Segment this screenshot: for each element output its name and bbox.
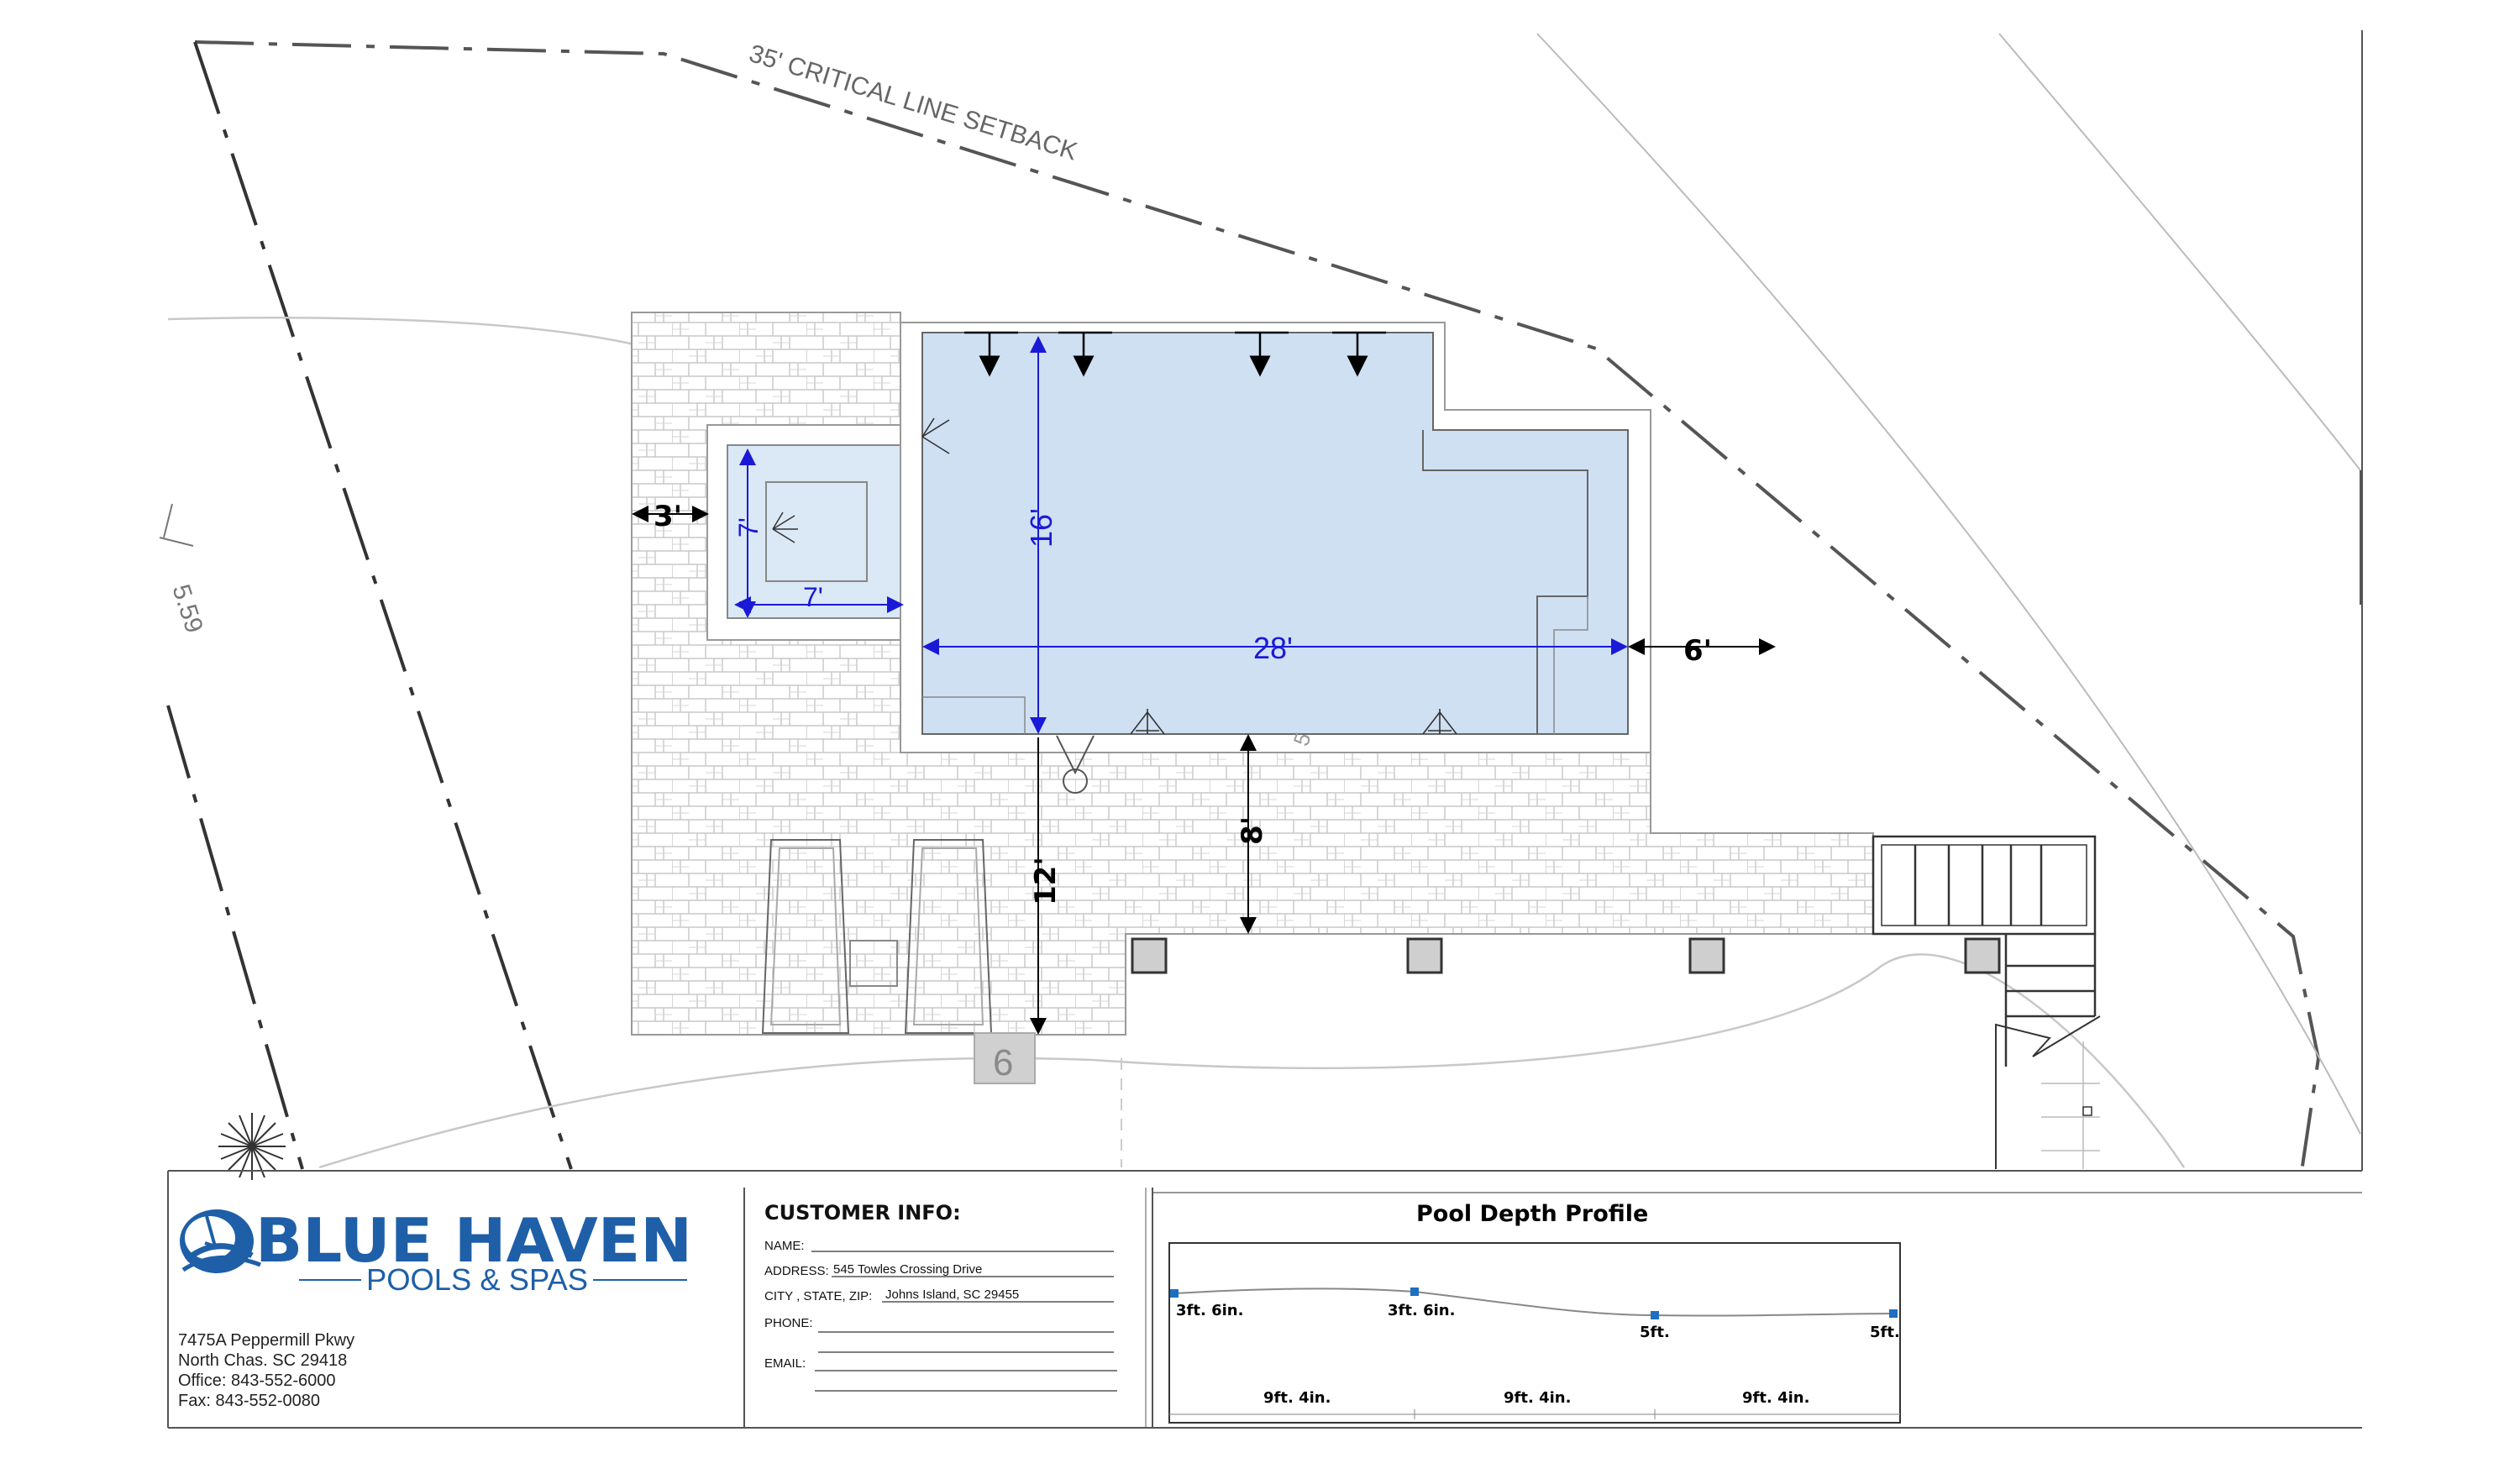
depth-profile-title: Pool Depth Profile (1416, 1201, 1648, 1227)
brand-name: BLUE HAVEN (255, 1205, 692, 1276)
elevation-label: 5.59 (166, 581, 207, 637)
customer-info-heading: CUSTOMER INFO: (764, 1201, 961, 1225)
address-line-4: Fax: 843-552-0080 (178, 1392, 320, 1410)
title-block (167, 1170, 2362, 1429)
depth-label-1: 3ft. 6in. (1176, 1302, 1243, 1319)
pool-lights (921, 417, 1457, 735)
brand-sub: POOLS & SPAS (366, 1262, 588, 1297)
depth-label-2: 3ft. 6in. (1388, 1302, 1455, 1319)
pool-water (921, 332, 1629, 735)
property-line (194, 40, 2321, 1172)
pool (900, 322, 1651, 794)
site-linework (166, 30, 2363, 1180)
property-line-west-outer (166, 705, 304, 1170)
field-city-value: Johns Island, SC 29455 (885, 1288, 1019, 1302)
field-phone-label: PHONE: (764, 1316, 813, 1330)
front-deck-right-label: 8' (1236, 816, 1269, 845)
setback-label: 35' CRITICAL LINE SETBACK (746, 39, 1080, 165)
field-name-label: NAME: (764, 1239, 805, 1253)
deck-stairs (1872, 835, 2101, 1169)
left-deck-label: 3' (654, 500, 682, 533)
company-logo: BLUE HAVEN POOLS & SPAS (180, 1205, 692, 1297)
company-address: 7475A Peppermill Pkwy North Chas. SC 294… (178, 1331, 354, 1410)
depth-markers (1170, 1288, 1898, 1319)
length-label-1: 9ft. 4in. (1263, 1389, 1331, 1407)
upper-curve (167, 317, 635, 346)
front-deck-left-label: 12' (1029, 857, 1063, 905)
dimension-lines (632, 336, 1776, 1035)
lot-number: 6 (993, 1042, 1013, 1083)
pool-length-label: 28' (1253, 631, 1293, 665)
address-line-3: Office: 843-552-6000 (178, 1371, 336, 1390)
lot-tag (974, 1032, 1036, 1084)
critical-line (1536, 33, 2361, 1135)
depth-curve (1173, 1288, 1894, 1317)
spa-width-label: 7' (803, 582, 823, 612)
depth-label-3: 5ft. (1640, 1324, 1670, 1341)
depth-label-4: 5ft. (1870, 1324, 1900, 1341)
pool-width-label: 16' (1024, 508, 1058, 548)
lower-curve (318, 953, 2186, 1169)
field-address-value: 545 Towles Crossing Drive (833, 1262, 982, 1277)
columns (1131, 937, 2001, 974)
field-address-label: ADDRESS: (764, 1264, 829, 1278)
palm-tree-symbol (218, 1113, 286, 1180)
customer-info: CUSTOMER INFO: NAME: ADDRESS: 545 Towles… (764, 1201, 1117, 1392)
spa-length-label: 7' (733, 517, 764, 538)
depth-profile: Pool Depth Profile 3ft. 6in. 3ft. 6in. 5… (1168, 1201, 1901, 1424)
field-city-label: CITY , STATE, ZIP: (764, 1289, 872, 1303)
length-label-3: 9ft. 4in. (1742, 1389, 1809, 1407)
address-line-2: North Chas. SC 29418 (178, 1351, 347, 1370)
right-deck-label: 6' (1683, 634, 1712, 668)
property-line-west (193, 41, 573, 1170)
length-label-2: 9ft. 4in. (1504, 1389, 1571, 1407)
field-email-label: EMAIL: (764, 1356, 806, 1371)
return-jets (964, 331, 1386, 377)
critical-line-2 (1998, 33, 2361, 471)
address-line-1: 7475A Peppermill Pkwy (178, 1331, 354, 1350)
